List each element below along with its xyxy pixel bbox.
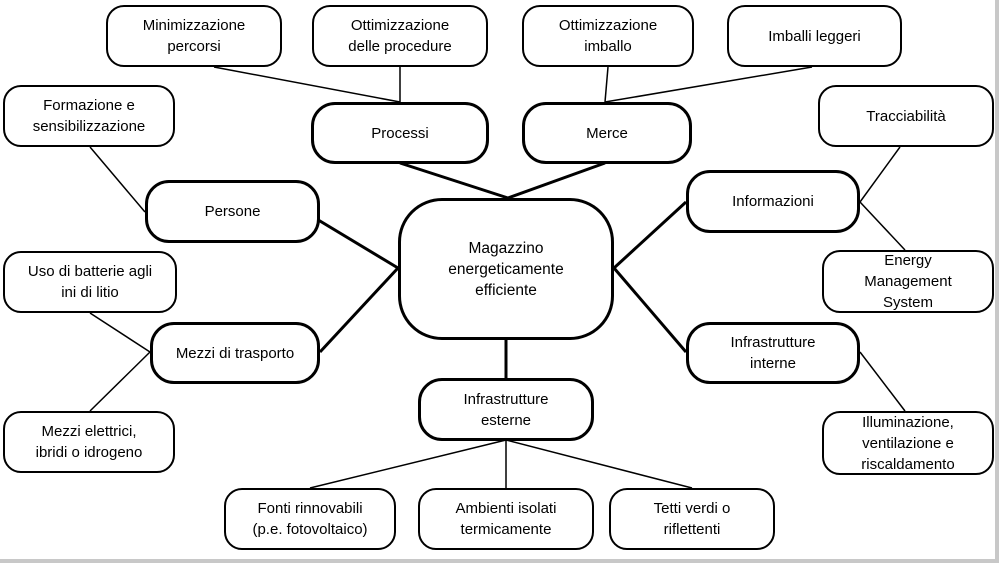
center-node: Magazzino energeticamente efficiente bbox=[398, 198, 614, 340]
center-node-label: Magazzino energeticamente efficiente bbox=[448, 239, 564, 299]
node-merce-label: Merce bbox=[586, 124, 628, 142]
node-infrastrutture-esterne-label: Infrastrutture esterne bbox=[463, 390, 549, 429]
edge-center-informazioni bbox=[612, 200, 688, 270]
edge-center-merce bbox=[507, 161, 606, 200]
leaf-ottimizzazione-imballo: Ottimizzazione imballo bbox=[522, 5, 694, 67]
leaf-imballi-leggeri: Imballi leggeri bbox=[727, 5, 902, 67]
edge-mezzi-elettrici bbox=[89, 351, 151, 412]
leaf-tracciabilita: Tracciabilità bbox=[818, 85, 994, 147]
frame-bottom-edge bbox=[0, 559, 999, 563]
node-informazioni: Informazioni bbox=[686, 170, 860, 233]
leaf-fonti-rinnovabili-label: Fonti rinnovabili (p.e. fotovoltaico) bbox=[252, 500, 368, 538]
leaf-formazione-sensibilizzazione-label: Formazione e sensibilizzazione bbox=[32, 97, 146, 135]
leaf-energy-management-system-label: Energy Management System bbox=[864, 252, 952, 311]
node-mezzi-di-trasporto: Mezzi di trasporto bbox=[150, 322, 320, 384]
leaf-minimizzazione-percorsi: Minimizzazione percorsi bbox=[106, 5, 282, 67]
frame-right-edge bbox=[995, 0, 999, 563]
edge-processi-minimizzazione bbox=[213, 66, 401, 103]
edge-center-processi bbox=[399, 161, 509, 200]
leaf-tetti-verdi: Tetti verdi o riflettenti bbox=[609, 488, 775, 550]
leaf-uso-batterie: Uso di batterie agli ini di litio bbox=[3, 251, 177, 313]
edge-informazioni-tracciabilita bbox=[859, 146, 901, 203]
leaf-illuminazione: Illuminazione, ventilazione e riscaldame… bbox=[822, 411, 994, 475]
leaf-tetti-verdi-label: Tetti verdi o riflettenti bbox=[653, 500, 731, 538]
node-persone-label: Persone bbox=[204, 203, 261, 220]
edge-esterne-tetti bbox=[505, 439, 693, 489]
node-merce: Merce bbox=[522, 102, 692, 164]
edge-mezzi-batterie bbox=[89, 312, 151, 353]
leaf-mezzi-elettrici: Mezzi elettrici, ibridi o idrogeno bbox=[3, 411, 175, 473]
edge-merce-imballi-leggeri bbox=[604, 66, 813, 103]
leaf-formazione-sensibilizzazione: Formazione e sensibilizzazione bbox=[3, 85, 175, 147]
node-persone: Persone bbox=[145, 180, 320, 243]
edge-informazioni-energy bbox=[859, 201, 906, 251]
leaf-ottimizzazione-procedure: Ottimizzazione delle procedure bbox=[312, 5, 488, 67]
edge-interne-illuminazione bbox=[859, 351, 906, 412]
node-processi-label: Processi bbox=[371, 124, 429, 142]
edge-merce-imballo bbox=[604, 66, 609, 103]
node-infrastrutture-interne: Infrastrutture interne bbox=[686, 322, 860, 384]
node-informazioni-label: Informazioni bbox=[732, 193, 814, 210]
leaf-illuminazione-label: Illuminazione, ventilazione e riscaldame… bbox=[861, 413, 955, 473]
leaf-imballi-leggeri-label: Imballi leggeri bbox=[768, 27, 861, 45]
leaf-minimizzazione-percorsi-label: Minimizzazione percorsi bbox=[142, 17, 246, 55]
edge-persone-formazione bbox=[89, 146, 146, 213]
edge-esterne-fonti bbox=[309, 439, 507, 489]
node-processi: Processi bbox=[311, 102, 489, 164]
leaf-energy-management-system: Energy Management System bbox=[822, 250, 994, 313]
leaf-ottimizzazione-procedure-label: Ottimizzazione delle procedure bbox=[348, 17, 452, 55]
leaf-mezzi-elettrici-label: Mezzi elettrici, ibridi o idrogeno bbox=[35, 423, 143, 461]
leaf-ambienti-isolati-label: Ambienti isolati termicamente bbox=[455, 500, 557, 538]
leaf-ottimizzazione-imballo-label: Ottimizzazione imballo bbox=[558, 17, 658, 55]
edge-center-infra-interne bbox=[612, 267, 688, 353]
leaf-uso-batterie-label: Uso di batterie agli ini di litio bbox=[27, 263, 153, 301]
leaf-tracciabilita-label: Tracciabilità bbox=[866, 107, 946, 125]
node-mezzi-di-trasporto-label: Mezzi di trasporto bbox=[175, 344, 295, 362]
node-infrastrutture-esterne: Infrastrutture esterne bbox=[418, 378, 594, 441]
edge-center-mezzi bbox=[318, 266, 400, 354]
leaf-fonti-rinnovabili: Fonti rinnovabili (p.e. fotovoltaico) bbox=[224, 488, 396, 550]
leaf-ambienti-isolati: Ambienti isolati termicamente bbox=[418, 488, 594, 550]
edge-center-persone bbox=[304, 210, 399, 270]
node-infrastrutture-interne-label: Infrastrutture interne bbox=[730, 334, 816, 372]
